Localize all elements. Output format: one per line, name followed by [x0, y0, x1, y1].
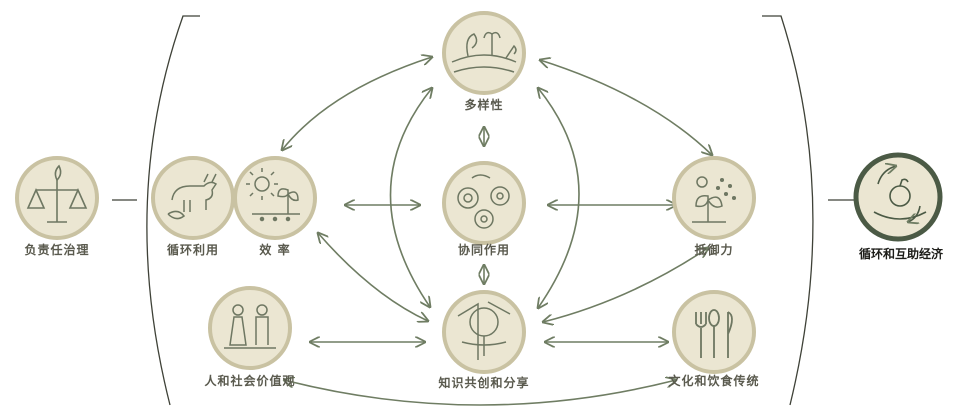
- right-bracket: [762, 15, 814, 406]
- apple-hands-cycle-icon: [873, 166, 927, 222]
- arrow-values-culture: [284, 380, 676, 406]
- label-diversity: 多样性: [464, 98, 504, 112]
- cutlery-icon: [695, 309, 733, 358]
- balance-scale-icon: [26, 164, 88, 223]
- gears-icon: [457, 174, 510, 229]
- node-responsible-governance: [15, 156, 99, 240]
- node-culture-food-traditions: [672, 290, 756, 374]
- label-co-creation-knowledge: 知识共创和分享: [438, 376, 530, 390]
- label-recycling: 循环利用: [166, 243, 219, 257]
- node-diversity: [442, 11, 526, 95]
- arrow-diversity-knowledge-right: [538, 88, 580, 308]
- node-human-social-values: [208, 286, 292, 370]
- node-circular-solidarity-economy: [853, 152, 943, 242]
- label-circular-solidarity-economy: 循环和互助经济: [858, 247, 943, 261]
- label-synergies: 协同作用: [457, 243, 510, 257]
- cow-leaf-icon: [167, 173, 218, 220]
- biodiversity-icon: [451, 31, 517, 73]
- node-synergies: [442, 161, 526, 245]
- arrow-resilience-knowledge: [543, 248, 708, 322]
- left-bracket: [146, 15, 200, 406]
- farmers-icon: [224, 304, 276, 349]
- label-responsible-governance: 负责任治理: [24, 243, 90, 257]
- sun-seedling-icon: [246, 168, 300, 222]
- label-human-social-values: 人和社会价值观: [204, 374, 296, 388]
- arrow-diversity-knowledge-left: [389, 88, 432, 307]
- arrow-diversity-recycling: [282, 57, 432, 150]
- label-resilience: 抵御力: [694, 243, 734, 257]
- node-efficiency: [233, 156, 317, 240]
- arrow-diversity-resilience: [540, 60, 712, 155]
- label-culture-food-traditions: 文化和饮食传统: [668, 374, 760, 388]
- label-efficiency: 效 率: [259, 243, 291, 257]
- node-recycling: [151, 156, 235, 240]
- plant-rain-icon: [692, 176, 737, 223]
- node-co-creation-knowledge: [442, 290, 526, 374]
- node-resilience: [672, 156, 756, 240]
- arrow-efficiency-knowledge: [318, 233, 428, 321]
- tree-map-icon: [457, 301, 511, 360]
